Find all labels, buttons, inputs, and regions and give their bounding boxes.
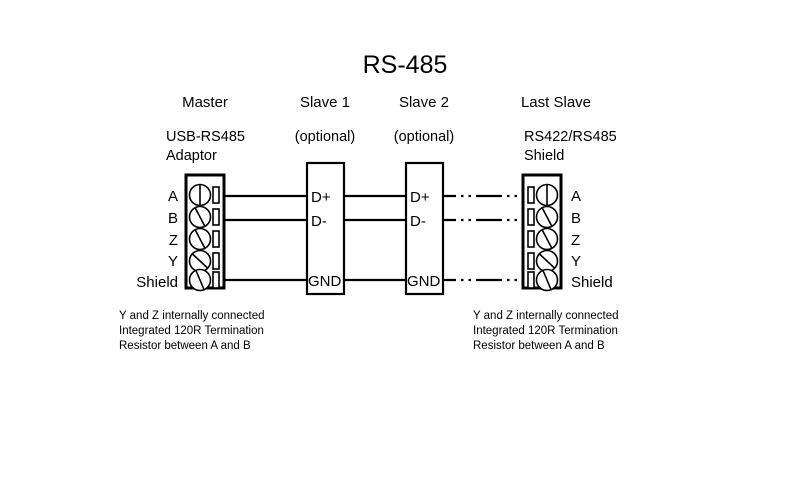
last-slave-label-b: B (571, 210, 581, 227)
slave-2-signal-gnd: GND (407, 273, 441, 290)
wire-slot-icon (527, 271, 535, 289)
slave-1-signal-gnd: GND (308, 273, 342, 290)
wire-slot-icon (527, 186, 535, 204)
note-master-line2: Integrated 120R Termination (119, 325, 264, 337)
node-master-terminal-block: A B Z Y Shield (136, 173, 226, 292)
note-master-line3: Resistor between A and B (119, 340, 251, 352)
slave-2-signal-dplus: D+ (410, 189, 430, 206)
slave-1-body (305, 161, 346, 296)
screw-slot-icon (541, 207, 553, 227)
note-last-slave-line2: Integrated 120R Termination (473, 325, 618, 337)
node-slave-1: D+ D- GND (305, 161, 346, 296)
node-header-slave-1: Slave 1 (300, 94, 350, 111)
screw-slot-icon (194, 207, 206, 227)
last-slave-terminal-shield (527, 268, 559, 292)
wire-slot-icon (527, 208, 535, 226)
last-slave-terminal-z (527, 227, 559, 251)
slave-1-signal-dplus: D+ (311, 189, 331, 206)
last-slave-terminal-y (527, 249, 559, 273)
node-sublabel-slave-1: (optional) (295, 129, 355, 145)
node-sublabel-slave-2: (optional) (394, 129, 454, 145)
note-last-slave-line3: Resistor between A and B (473, 340, 605, 352)
master-label-b: B (168, 210, 178, 227)
note-last-slave: Y and Z internally connected Integrated … (473, 310, 619, 352)
node-sublabel-master-line2: Adaptor (166, 148, 217, 164)
note-master-line1: Y and Z internally connected (119, 310, 265, 322)
screw-slot-icon (191, 253, 209, 269)
node-slave-2: D+ D- GND (404, 161, 445, 296)
wire-slot-icon (527, 230, 535, 248)
wire-slot-icon (212, 271, 220, 289)
screw-slot-icon (541, 229, 553, 249)
wire-slot-icon (212, 230, 220, 248)
master-terminal-b (188, 205, 220, 229)
node-header-last-slave: Last Slave (521, 94, 591, 111)
last-slave-label-shield: Shield (571, 274, 613, 291)
screw-slot-icon (194, 229, 206, 249)
wire-slot-icon (527, 252, 535, 270)
last-slave-terminal-a (527, 183, 559, 207)
last-slave-label-z: Z (571, 232, 580, 249)
slave-1-signal-dminus: D- (311, 213, 327, 230)
node-sublabel-last-slave-line1: RS422/RS485 (524, 129, 617, 145)
last-slave-terminal-b (527, 205, 559, 229)
master-label-a: A (168, 188, 178, 205)
node-sublabel-master-line1: USB-RS485 (166, 129, 245, 145)
slave-2-signal-dminus: D- (410, 213, 426, 230)
master-label-y: Y (168, 253, 178, 270)
screw-slot-icon (195, 270, 205, 290)
master-terminal-y (188, 249, 220, 273)
last-slave-label-a: A (571, 188, 581, 205)
wire-slot-icon (212, 208, 220, 226)
wire-slot-icon (212, 186, 220, 204)
last-slave-label-y: Y (571, 253, 581, 270)
screw-slot-icon (538, 253, 556, 269)
master-terminal-a (188, 183, 220, 207)
node-header-master: Master (182, 94, 228, 111)
master-terminal-shield (188, 268, 220, 292)
note-master: Y and Z internally connected Integrated … (119, 310, 265, 352)
master-label-z: Z (169, 232, 178, 249)
node-header-slave-2: Slave 2 (399, 94, 449, 111)
slave-2-body (404, 161, 445, 296)
wire-slot-icon (212, 252, 220, 270)
note-last-slave-line1: Y and Z internally connected (473, 310, 619, 322)
diagram-title: RS-485 (363, 51, 448, 79)
node-sublabel-last-slave-line2: Shield (524, 148, 564, 164)
master-label-shield: Shield (136, 274, 178, 291)
screw-slot-icon (542, 270, 552, 290)
master-terminal-z (188, 227, 220, 251)
node-last-slave-terminal-block: A B Z Y Shield (521, 173, 613, 292)
